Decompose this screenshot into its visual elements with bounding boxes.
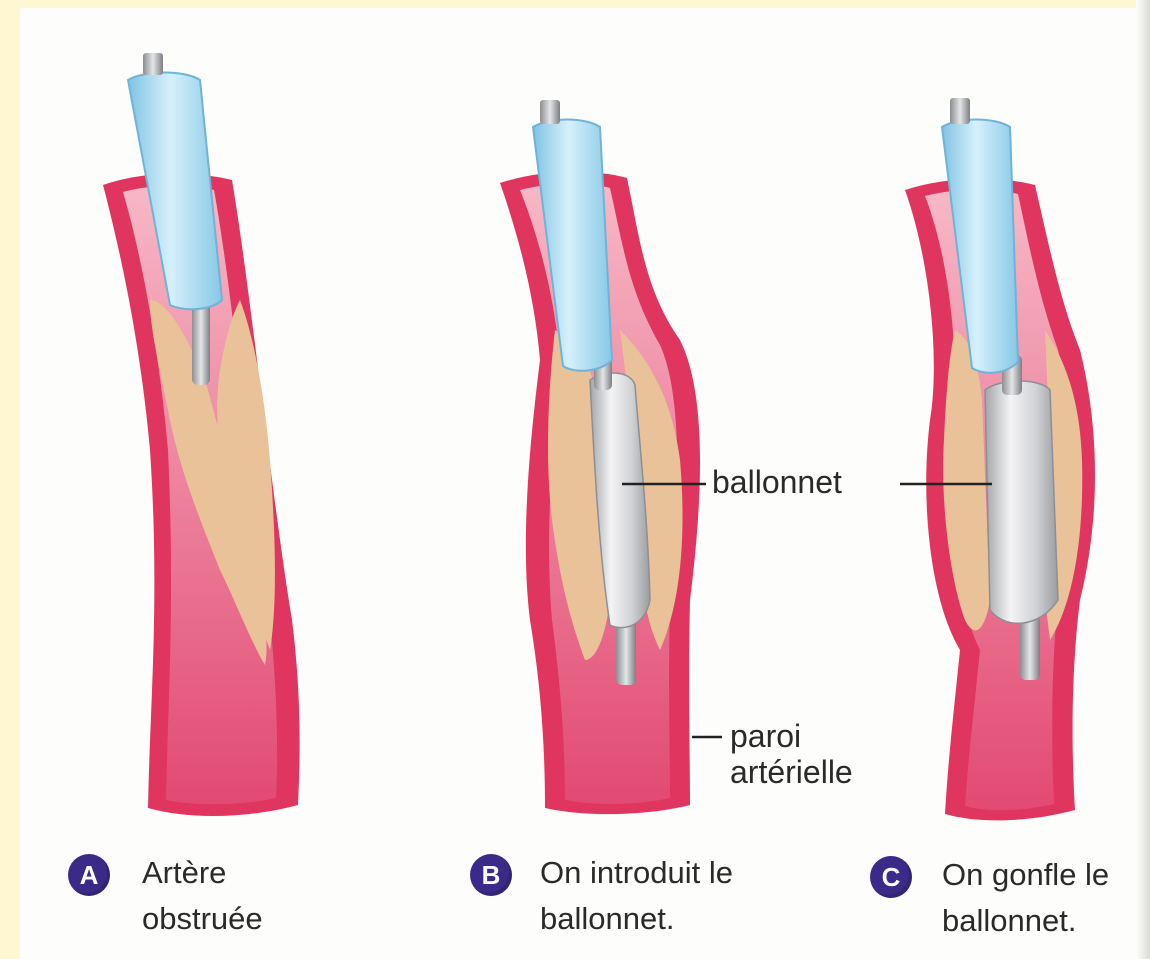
catheter-tip — [143, 53, 163, 75]
balloon-label: ballonnet — [712, 464, 842, 500]
panel-caption-b: On introduit le ballonnet. — [540, 850, 733, 942]
panel-badge-b: B — [470, 854, 512, 896]
panel-badge-c: C — [870, 856, 912, 898]
artery-a — [103, 53, 300, 816]
panel-badge-a: A — [68, 854, 110, 896]
catheter-tip — [950, 98, 970, 124]
artery-b — [500, 100, 700, 814]
panel-caption-c: On gonfle le ballonnet. — [942, 852, 1109, 944]
artery-c — [905, 98, 1095, 820]
panel-caption-a: Artère obstruée — [142, 850, 263, 942]
catheter-tip — [540, 100, 560, 124]
inflated-balloon — [985, 381, 1058, 623]
page-edge — [1136, 0, 1150, 959]
arterial-wall-label: paroi artérielle — [730, 718, 853, 790]
